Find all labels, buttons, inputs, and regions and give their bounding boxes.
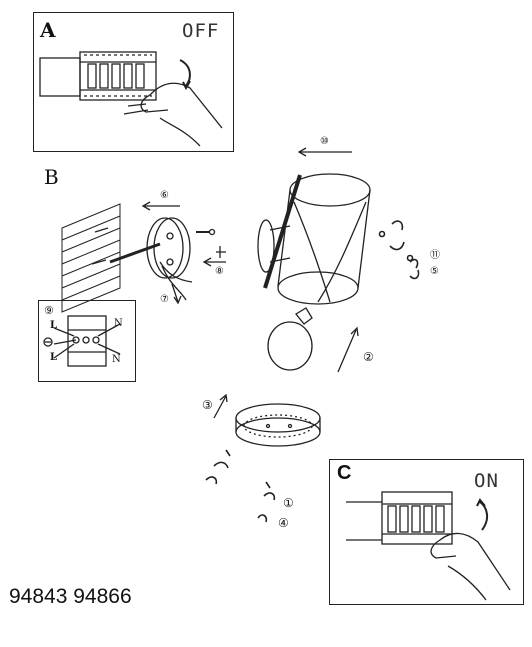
step-6: ⑥ — [160, 190, 169, 201]
step-5: ⑤ — [430, 266, 439, 277]
panel-a-power-off — [33, 12, 234, 152]
step-7: ⑦ — [160, 294, 169, 305]
ground-symbol-icon — [43, 337, 53, 347]
panel-b-label: B — [44, 165, 59, 189]
model-numbers: 94843 94866 — [9, 585, 132, 608]
step-8: ⑧ — [215, 266, 224, 277]
switch-up-arrow-icon — [479, 501, 488, 531]
breaker-on-icon — [346, 491, 453, 545]
wiring-label-n2: N — [112, 354, 121, 365]
wiring-label-l2: L — [50, 352, 58, 363]
step-11: ⑪ — [430, 250, 440, 261]
hand-on-icon — [430, 532, 511, 601]
hand-icon — [123, 82, 223, 147]
wall-plug-icon — [91, 227, 109, 265]
light-bulb-icon — [267, 307, 313, 371]
breaker-off-icon — [39, 51, 157, 101]
wall-icon — [61, 203, 121, 313]
lamp-shade-icon — [277, 173, 371, 305]
terminal-block-icon — [53, 315, 121, 367]
fixing-screws-icon — [205, 449, 276, 523]
step-2: ② — [363, 350, 374, 364]
lamp-arm-icon — [263, 174, 302, 289]
step-3: ③ — [202, 398, 213, 412]
wiring-label-n1: N — [114, 318, 123, 329]
panel-c-label: C — [337, 462, 352, 484]
mounting-plate-icon — [146, 217, 193, 301]
panel-a-label: A — [40, 18, 56, 42]
screw-icon — [196, 228, 226, 258]
rotate-screw-icon — [378, 220, 420, 280]
panel-c-state: ON — [474, 470, 499, 492]
wiring-label-l1: L — [50, 320, 58, 331]
step-1: ① — [283, 496, 294, 510]
step-4: ④ — [278, 516, 289, 530]
cover-plate-icon — [235, 403, 321, 447]
step-10: ⑩ — [320, 136, 329, 147]
wiring-step-number: ⑨ — [44, 304, 54, 317]
wiring-detail-panel — [38, 300, 136, 382]
cable-icon — [109, 242, 161, 264]
panel-a-state: OFF — [182, 20, 220, 42]
